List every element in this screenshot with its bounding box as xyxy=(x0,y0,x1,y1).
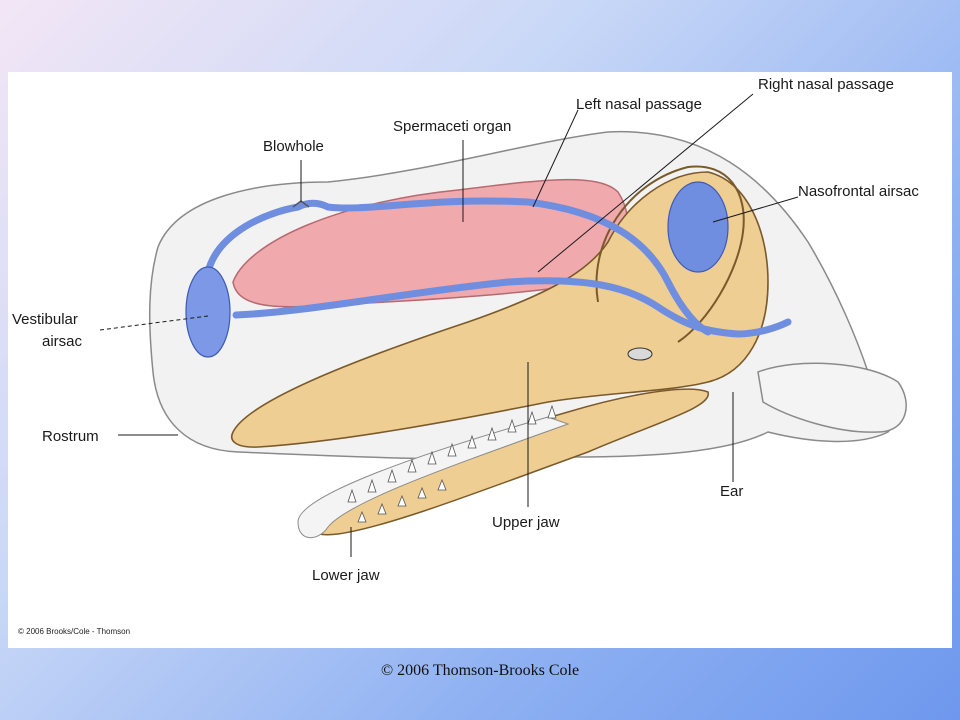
eye xyxy=(627,347,653,361)
flipper-lobe xyxy=(757,362,907,433)
label-left-nasal-passage: Left nasal passage xyxy=(576,96,702,113)
lower-jaw-teeth xyxy=(347,404,557,523)
right-nasal-passage-tube xyxy=(232,277,792,338)
figure-panel: Right nasal passage Left nasal passage S… xyxy=(8,72,952,648)
label-lower-jaw: Lower jaw xyxy=(312,567,380,584)
lower-jaw-sheath xyxy=(297,416,570,539)
label-vestibular-airsac-line1: Vestibular xyxy=(12,311,78,328)
label-blowhole: Blowhole xyxy=(263,138,324,155)
label-spermaceti-organ: Spermaceti organ xyxy=(393,118,511,135)
label-vestibular-airsac-line2: airsac xyxy=(42,333,83,350)
label-rostrum: Rostrum xyxy=(42,428,99,445)
label-right-nasal-passage: Right nasal passage xyxy=(758,76,894,93)
vestibular-airsac-shape xyxy=(185,266,231,358)
slide-footer-copyright: © 2006 Thomson-Brooks Cole xyxy=(380,662,580,679)
label-ear: Ear xyxy=(720,483,743,500)
sperm-whale-head-illustration: Right nasal passage Left nasal passage S… xyxy=(12,76,919,584)
nasofrontal-airsac-shape xyxy=(667,181,729,273)
label-nasofrontal-airsac: Nasofrontal airsac xyxy=(798,183,919,200)
left-nasal-passage-tube xyxy=(204,197,712,336)
label-upper-jaw: Upper jaw xyxy=(492,514,560,531)
figure-credit: © 2006 Brooks/Cole - Thomson xyxy=(18,627,131,636)
